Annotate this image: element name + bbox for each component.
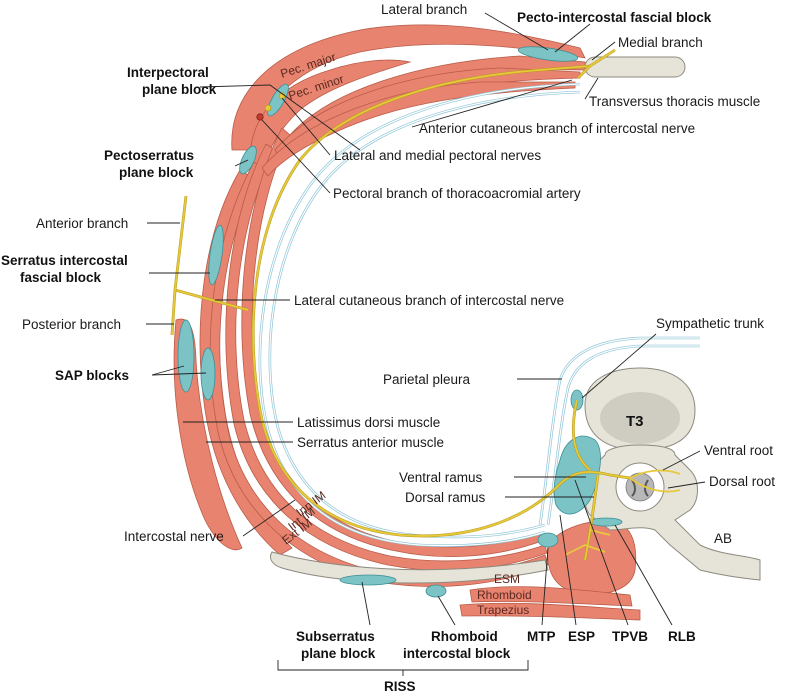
label-interpectoral-line2: plane block xyxy=(142,82,217,97)
label-esm: ESM xyxy=(494,572,520,586)
label-ventral-ramus: Ventral ramus xyxy=(399,470,483,485)
label-pectoral-branch-artery: Pectoral branch of thoracoacromial arter… xyxy=(333,186,581,201)
rlb-block-zone xyxy=(589,517,623,527)
label-transversus-thoracis: Transversus thoracis muscle xyxy=(589,94,760,109)
label-anterior-branch: Anterior branch xyxy=(36,216,128,231)
label-lateral-cutaneous: Lateral cutaneous branch of intercostal … xyxy=(294,293,564,308)
label-medial-branch: Medial branch xyxy=(618,35,703,50)
label-esp: ESP xyxy=(568,629,595,644)
label-latissimus-dorsi: Latissimus dorsi muscle xyxy=(297,415,440,430)
pectoral-nerve-dot-2 xyxy=(264,104,272,112)
rhomboid-intercostal-block-zone xyxy=(425,584,447,598)
sap-deep-block-zone xyxy=(200,347,216,401)
leader-lines xyxy=(146,12,706,676)
vertebral-body-inner xyxy=(600,392,680,444)
trapezius-muscle xyxy=(459,602,641,621)
mtp-block-zone xyxy=(537,532,559,548)
label-pectoral-nerves: Lateral and medial pectoral nerves xyxy=(334,148,541,163)
label-lateral-branch: Lateral branch xyxy=(381,2,467,17)
label-rlb: RLB xyxy=(668,629,696,644)
sap-superficial-block-zone xyxy=(177,319,195,393)
label-rhomboid-intercostal-line2: intercostal block xyxy=(403,646,511,661)
internal-intercostal-muscle xyxy=(225,143,548,571)
interpectoral-block-zone xyxy=(267,83,289,117)
label-sap-blocks: SAP blocks xyxy=(55,368,129,383)
label-ventral-root: Ventral root xyxy=(704,443,773,458)
label-mtp: MTP xyxy=(527,629,556,644)
label-tpvb: TPVB xyxy=(612,629,648,644)
pec-major-muscle xyxy=(231,24,586,151)
label-rhomboid: Rhomboid xyxy=(477,588,532,602)
label-subserratus-line1: Subserratus xyxy=(296,629,375,644)
label-pectoserratus-line1: Pectoserratus xyxy=(104,148,194,163)
label-rhomboid-intercostal-line1: Rhomboid xyxy=(431,629,498,644)
thoracoacromial-artery-dot xyxy=(256,113,264,121)
label-posterior-branch: Posterior branch xyxy=(22,317,121,332)
label-trapezius: Trapezius xyxy=(477,603,529,617)
label-interpectoral-line1: Interpectoral xyxy=(127,65,209,80)
label-anterior-cutaneous: Anterior cutaneous branch of intercostal… xyxy=(419,121,695,136)
label-subserratus-line2: plane block xyxy=(301,646,376,661)
erector-spinae-muscle xyxy=(547,520,637,595)
label-dorsal-root: Dorsal root xyxy=(709,474,775,489)
muscle-layers xyxy=(173,24,641,621)
spinal-cord-gray-matter xyxy=(631,479,649,497)
label-pecto-intercostal-block: Pecto-intercostal fascial block xyxy=(517,10,712,25)
serratus-intercostal-block-zone xyxy=(208,224,224,286)
label-pectoserratus-line2: plane block xyxy=(119,165,194,180)
parietal-pleura xyxy=(258,82,700,547)
label-dorsal-ramus: Dorsal ramus xyxy=(405,490,486,505)
label-sympathetic-trunk: Sympathetic trunk xyxy=(656,316,764,331)
nerves xyxy=(170,48,681,561)
label-riss: RISS xyxy=(384,679,416,694)
pecto-intercostal-block-zone xyxy=(517,46,579,62)
rhomboid-muscle xyxy=(469,586,633,607)
subserratus-block-zone xyxy=(339,574,397,586)
label-serratus-anterior: Serratus anterior muscle xyxy=(297,435,444,450)
upper-intercostal-arc-3 xyxy=(261,81,576,177)
scapula-bone xyxy=(269,551,549,584)
label-parietal-pleura: Parietal pleura xyxy=(383,372,471,387)
label-ab: AB xyxy=(714,531,732,546)
label-serratus-intercostal-line1: Serratus intercostal xyxy=(1,253,128,268)
label-serratus-intercostal-line2: fascial block xyxy=(20,270,102,285)
label-t3: T3 xyxy=(626,413,644,430)
label-intercostal-nerve: Intercostal nerve xyxy=(124,529,224,544)
